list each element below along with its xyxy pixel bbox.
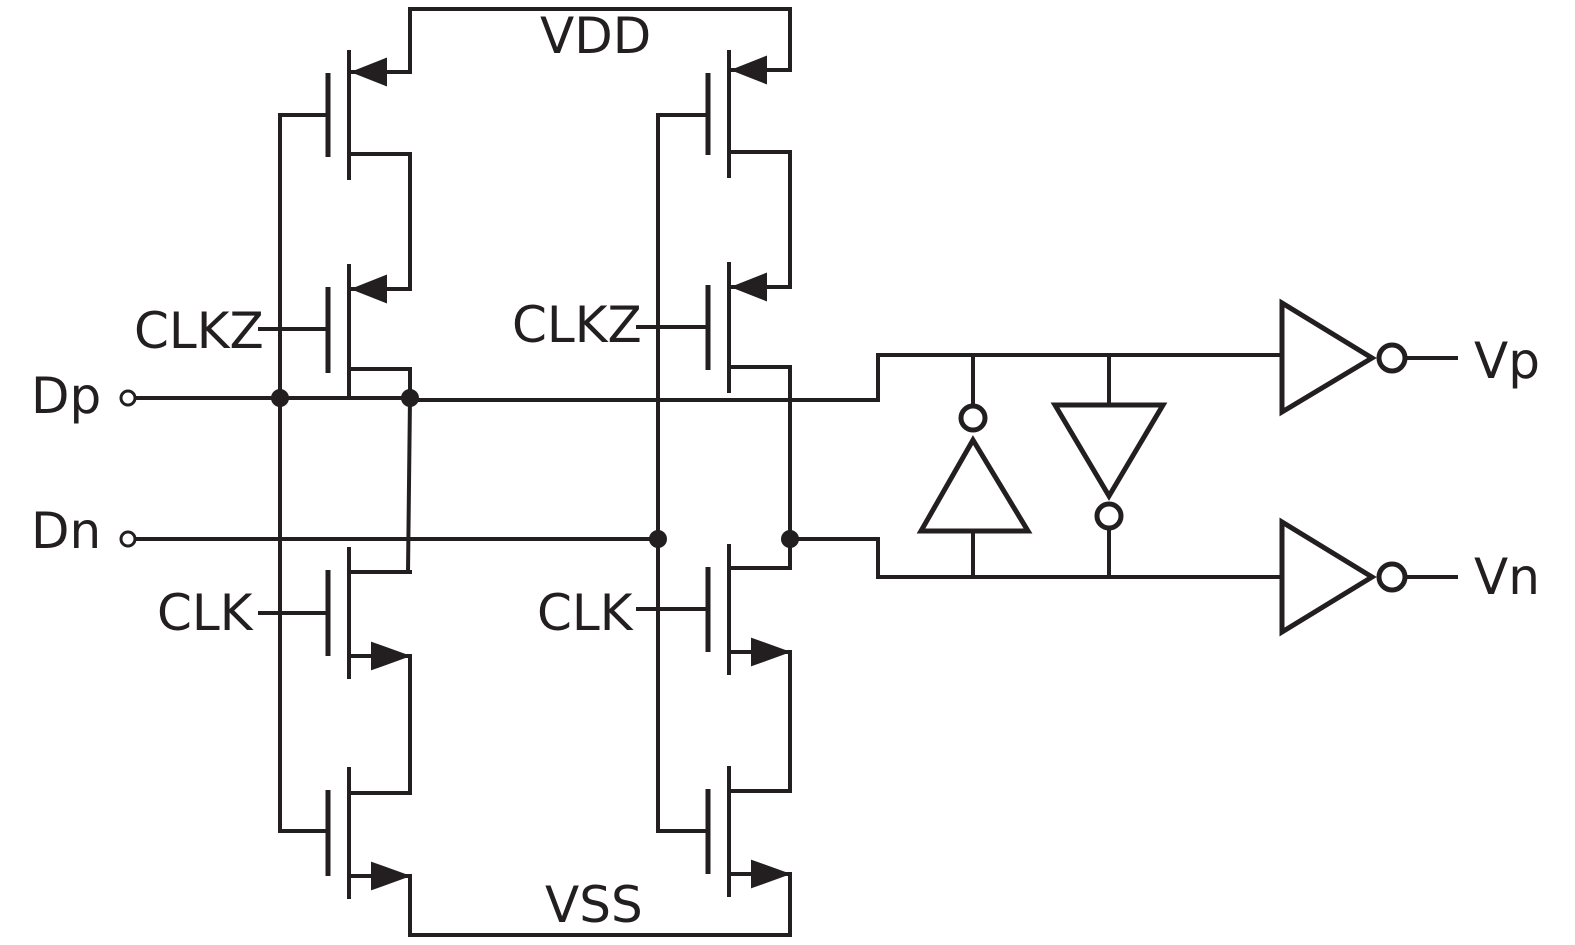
junction-out-right [781, 530, 799, 548]
vss-label: VSS [545, 876, 643, 934]
output-inverter-vn [1279, 517, 1458, 637]
pmos-top-left [325, 50, 412, 180]
nmos-bottom-left [325, 767, 412, 899]
right-branch [636, 50, 792, 897]
dp-label: Dp [31, 367, 101, 425]
vn-label: Vn [1474, 548, 1540, 606]
pmos-clkz-left [325, 264, 412, 396]
pmos-top-right [705, 50, 792, 178]
dn-input-pin [119, 530, 137, 548]
pmos-clkz-right [705, 262, 792, 393]
dn-label: Dn [31, 502, 101, 560]
latch-inverter-up [916, 353, 1033, 579]
clk-right-label: CLK [537, 584, 634, 642]
nmos-clk-right [705, 544, 792, 675]
junction-dp [271, 389, 289, 407]
output-inverter-vp [1279, 298, 1458, 417]
junction-out-left [401, 389, 419, 407]
nets [119, 353, 1284, 579]
left-branch [258, 7, 792, 937]
junction-dn [649, 530, 667, 548]
clk-left-label: CLK [157, 584, 254, 642]
nmos-bottom-right [705, 766, 792, 897]
dp-input-pin [119, 389, 137, 407]
vdd-label: VDD [540, 7, 651, 65]
latch-inverter-down [1050, 353, 1168, 579]
vp-label: Vp [1474, 332, 1540, 390]
nmos-clk-left [325, 547, 412, 679]
clkz-right-label: CLKZ [512, 296, 642, 354]
clkz-left-label: CLKZ [134, 302, 264, 360]
